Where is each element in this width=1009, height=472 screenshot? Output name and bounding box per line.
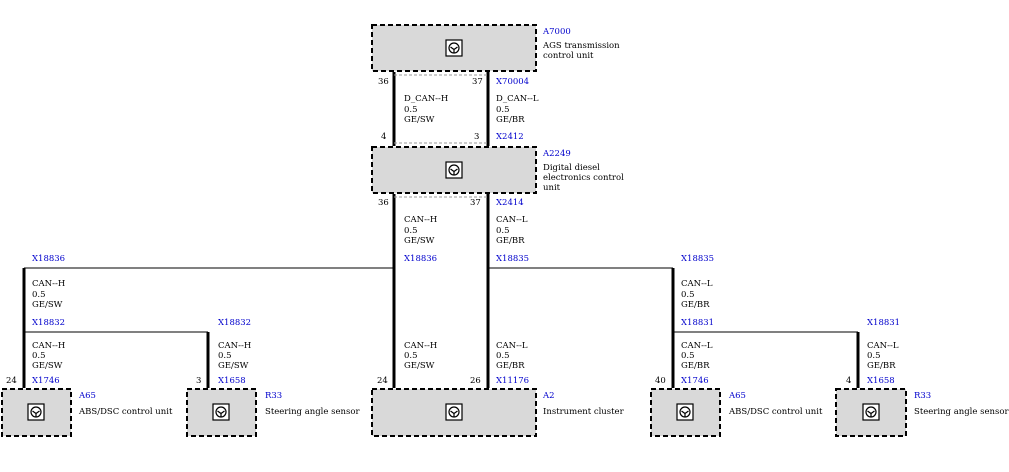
pin-number: 24	[377, 376, 388, 386]
wire-signal: D_CAN--H	[404, 94, 448, 104]
pin-number: 4	[846, 376, 851, 386]
connector-x18836: X18836	[404, 254, 437, 264]
wire-color: GE/SW	[404, 236, 435, 246]
wire-size: 0.5	[681, 290, 695, 300]
wire-signal: CAN--L	[867, 341, 899, 351]
connector-x70004: X70004	[496, 77, 529, 87]
connector-x18836: X18836	[32, 254, 65, 264]
module-code: A2249	[542, 149, 571, 159]
ecu-icon	[445, 403, 463, 421]
module-name: ABS/DSC control unit	[78, 407, 173, 417]
wire-color: GE/BR	[681, 361, 710, 371]
pin-number: 37	[470, 198, 481, 208]
ecu-icon	[676, 403, 694, 421]
module-r33-right: R33 Steering angle sensor	[835, 388, 1009, 437]
connector-x2414: X2414	[496, 198, 524, 208]
module-code: A65	[728, 391, 746, 401]
module-name: Instrument cluster	[543, 407, 625, 417]
wire-size: 0.5	[681, 351, 695, 361]
wire-color: GE/SW	[32, 361, 63, 371]
ecu-icon	[445, 161, 463, 179]
wire-color: GE/BR	[496, 115, 525, 125]
module-name-line3: unit	[543, 183, 561, 193]
connector-x18831: X18831	[681, 318, 714, 328]
module-name-line2: electronics control	[543, 173, 624, 183]
wire-color: GE/BR	[496, 236, 525, 246]
wire-size: 0.5	[496, 226, 510, 236]
pin-number: 37	[472, 77, 483, 87]
connector-x1658: X1658	[218, 376, 246, 386]
wire-signal: CAN--H	[404, 215, 437, 225]
ecu-icon	[862, 403, 880, 421]
ecu-icon	[212, 403, 230, 421]
module-r33-left: R33 Steering angle sensor	[186, 388, 360, 437]
connector-x18835: X18835	[681, 254, 714, 264]
module-a65-right: A65 ABS/DSC control unit	[650, 388, 823, 437]
module-name: Steering angle sensor	[265, 407, 360, 417]
wire-signal: CAN--L	[496, 215, 528, 225]
connector-x1746: X1746	[32, 376, 60, 386]
wire-size: 0.5	[32, 351, 46, 361]
wire-size: 0.5	[404, 226, 418, 236]
ecu-icon	[445, 39, 463, 57]
wire-color: GE/BR	[496, 361, 525, 371]
wire-signal: CAN--H	[32, 341, 65, 351]
pin-number: 36	[378, 198, 389, 208]
wire-color: GE/SW	[32, 300, 63, 310]
wire-size: 0.5	[496, 351, 510, 361]
wire-size: 0.5	[404, 105, 418, 115]
connector-x1746: X1746	[681, 376, 709, 386]
module-a2249: A2249 Digital diesel electronics control…	[371, 146, 624, 194]
module-r33-left-box	[186, 388, 257, 437]
pin-number: 40	[655, 376, 666, 386]
pin-number: 4	[381, 132, 386, 142]
connector-x18832: X18832	[32, 318, 65, 328]
wire-signal: CAN--H	[218, 341, 251, 351]
module-code: R33	[914, 391, 931, 401]
module-a65-left: A65 ABS/DSC control unit	[1, 388, 173, 437]
wire-color: GE/SW	[404, 115, 435, 125]
pin-number: 26	[470, 376, 481, 386]
module-name-line1: AGS transmission	[542, 41, 620, 51]
wire-size: 0.5	[218, 351, 232, 361]
module-code: R33	[265, 391, 282, 401]
wire-color: GE/BR	[867, 361, 896, 371]
wire-color: GE/SW	[218, 361, 249, 371]
connector-x11176: X11176	[496, 376, 529, 386]
pin-number: 36	[378, 77, 389, 87]
module-a2: A2 Instrument cluster	[371, 388, 625, 437]
wire-signal: CAN--H	[404, 341, 437, 351]
ecu-icon	[27, 403, 45, 421]
wire-signal: CAN--L	[496, 341, 528, 351]
module-code: A7000	[542, 27, 571, 37]
connector-x1658: X1658	[867, 376, 895, 386]
connector-x18832: X18832	[218, 318, 251, 328]
wire-size: 0.5	[496, 105, 510, 115]
module-name: ABS/DSC control unit	[728, 407, 823, 417]
module-name: Steering angle sensor	[914, 407, 1009, 417]
wire-size: 0.5	[32, 290, 46, 300]
module-a7000: A7000 AGS transmission control unit	[371, 24, 620, 72]
pin-number: 3	[196, 376, 201, 386]
wire-signal: CAN--L	[681, 279, 713, 289]
module-code: A2	[542, 391, 555, 401]
wire-size: 0.5	[867, 351, 881, 361]
wire-color: GE/SW	[404, 361, 435, 371]
module-code: A65	[78, 391, 96, 401]
connector-x18835: X18835	[496, 254, 529, 264]
connector-x2412: X2412	[496, 132, 524, 142]
connector-x18831: X18831	[867, 318, 900, 328]
wire-size: 0.5	[404, 351, 418, 361]
wire-signal: CAN--L	[681, 341, 713, 351]
wire-signal: CAN--H	[32, 279, 65, 289]
module-name-line1: Digital diesel	[543, 163, 600, 173]
wire-signal: D_CAN--L	[496, 94, 539, 104]
module-name-line2: control unit	[543, 51, 594, 61]
pin-number: 3	[474, 132, 479, 142]
pin-number: 24	[6, 376, 17, 386]
module-a65-right-box	[650, 388, 721, 437]
wire-color: GE/BR	[681, 300, 710, 310]
